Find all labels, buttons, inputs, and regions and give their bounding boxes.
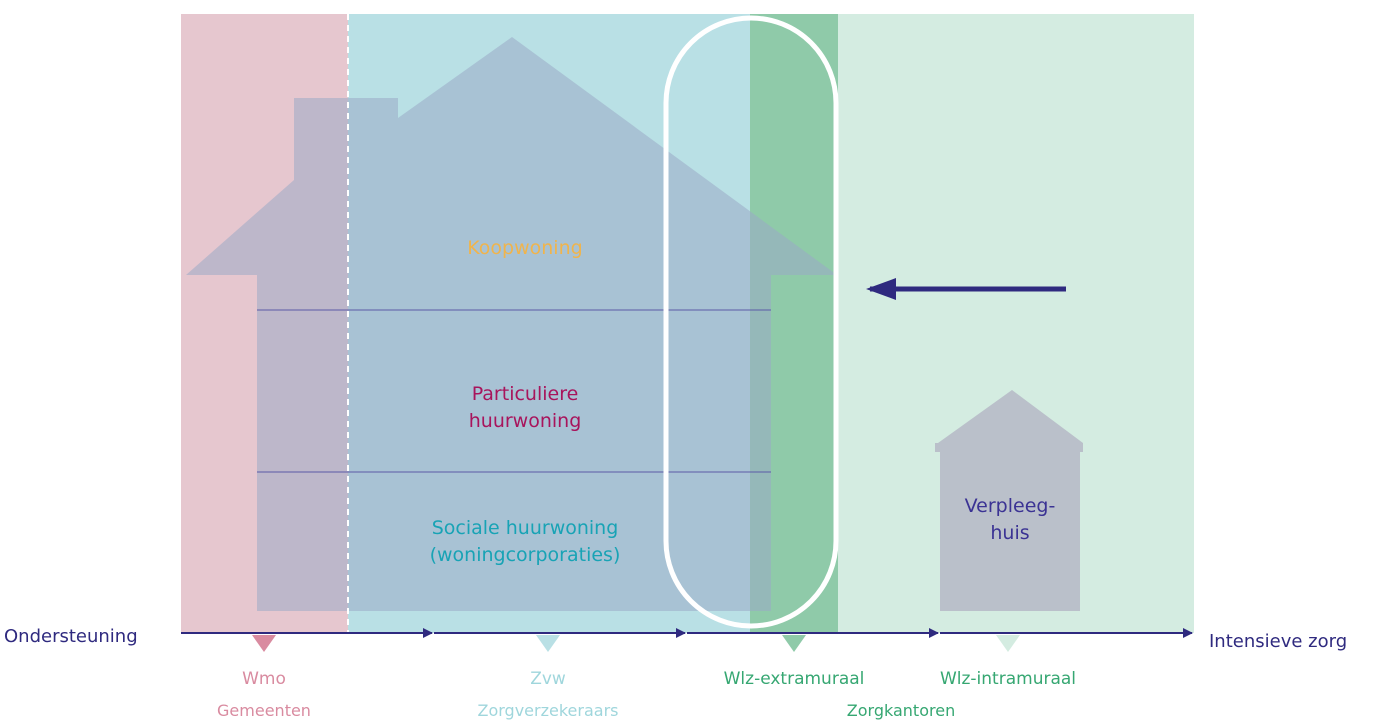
band-pointer-zvw [536,635,560,652]
nursing-home-label: Verpleeg- huis [964,495,1056,544]
transition-highlight-capsule [663,15,839,629]
axis-right-label: Intensieve zorg [1209,631,1348,652]
axis-left-label: Ondersteuning [4,626,138,647]
shift-left-arrowhead [866,278,896,300]
band-label-wlz-intramuraal: Wlz-intramuraal [939,669,1077,689]
org-label-zorgkantoren: Zorgkantoren [846,701,956,720]
band-label-wmo: Wmo [242,669,286,689]
band-pointer-wlz-extramuraal [782,635,806,652]
band-label-zvw: Zvw [530,669,566,689]
nursing-home-shape [935,390,1083,611]
house-layer-sociale-huurwoning: Sociale huurwoning (woningcorporaties) [429,517,621,566]
band-label-wlz-extramuraal: Wlz-extramuraal [723,669,865,689]
house-layer-koopwoning: Koopwoning [467,237,583,259]
band-pointer-wmo [252,635,276,652]
org-label-zorgverzekeraars: Zorgverzekeraars [477,701,619,720]
house-layer-particuliere-huurwoning: Particuliere huurwoning [468,383,582,432]
band-pointer-wlz-intramuraal [996,635,1020,652]
org-label-gemeenten: Gemeenten [217,701,311,720]
